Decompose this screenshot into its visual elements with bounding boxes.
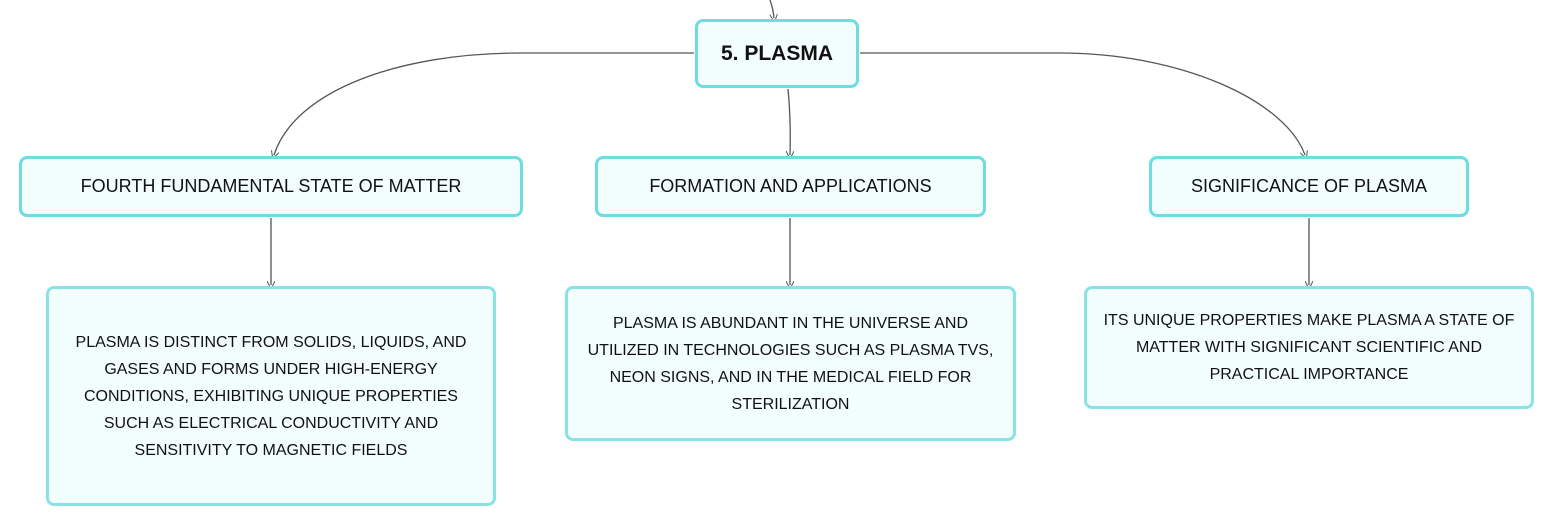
detail-node-formation-applications[interactable]: PLASMA IS ABUNDANT IN THE UNIVERSE AND U… <box>565 286 1016 441</box>
detail-node-text: ITS UNIQUE PROPERTIES MAKE PLASMA A STAT… <box>1103 312 1515 383</box>
connector-incoming <box>769 0 774 18</box>
connector-root-to-topic-1 <box>274 52 694 155</box>
topic-node-label: FORMATION AND APPLICATIONS <box>649 176 932 196</box>
topic-node-label: FOURTH FUNDAMENTAL STATE OF MATTER <box>80 176 462 196</box>
detail-node-significance[interactable]: ITS UNIQUE PROPERTIES MAKE PLASMA A STAT… <box>1084 286 1534 409</box>
topic-node-fourth-state[interactable]: FOURTH FUNDAMENTAL STATE OF MATTER <box>19 156 523 217</box>
topic-node-label: SIGNIFICANCE OF PLASMA <box>1190 176 1428 196</box>
topic-node-significance[interactable]: SIGNIFICANCE OF PLASMA <box>1149 156 1469 217</box>
detail-node-text: PLASMA IS ABUNDANT IN THE UNIVERSE AND U… <box>587 314 994 413</box>
connector-root-to-topic-3 <box>860 52 1305 155</box>
topic-node-formation-applications[interactable]: FORMATION AND APPLICATIONS <box>595 156 986 217</box>
detail-node-fourth-state[interactable]: PLASMA IS DISTINCT FROM SOLIDS, LIQUIDS,… <box>46 286 496 506</box>
connector-root-to-topic-2 <box>788 88 790 155</box>
root-node-label: 5. PLASMA <box>720 41 833 65</box>
root-node[interactable]: 5. PLASMA <box>695 19 859 88</box>
detail-node-text: PLASMA IS DISTINCT FROM SOLIDS, LIQUIDS,… <box>75 333 467 459</box>
